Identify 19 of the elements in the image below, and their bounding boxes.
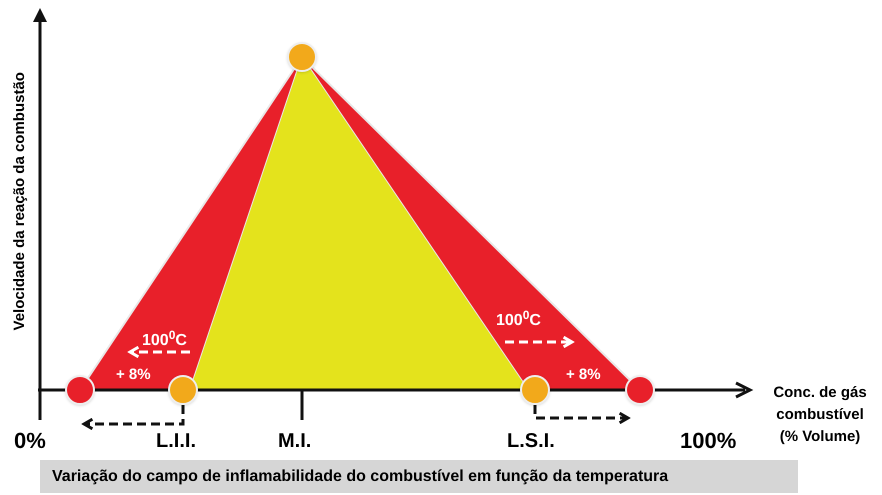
point-marker xyxy=(625,375,655,405)
dashed-arrow xyxy=(534,405,630,424)
point-marker xyxy=(65,375,95,405)
caption: Variação do campo de inflamabilidade do combustível em função da temperatura xyxy=(40,460,798,493)
temperature-label: 100$^{0}$C xyxy=(142,329,187,351)
tick-label: M.I. xyxy=(278,429,312,454)
tick-label: L.I.I. xyxy=(156,429,196,454)
point-marker xyxy=(287,42,317,72)
dashed-arrow xyxy=(82,405,184,430)
percent-label: + 8% xyxy=(116,365,151,385)
tick-label: L.S.I. xyxy=(507,429,555,454)
temperature-label: 100$^{0}$C xyxy=(496,309,541,331)
point-marker xyxy=(168,375,198,405)
tick-label: 100% xyxy=(680,427,736,455)
axis-label: Velocidade da reação da combustão xyxy=(10,71,29,332)
tick-label: 0% xyxy=(14,427,46,455)
point-marker xyxy=(520,375,550,405)
axis-label: Conc. de gás combustível (% Volume) xyxy=(772,383,868,447)
percent-label: + 8% xyxy=(566,365,601,385)
